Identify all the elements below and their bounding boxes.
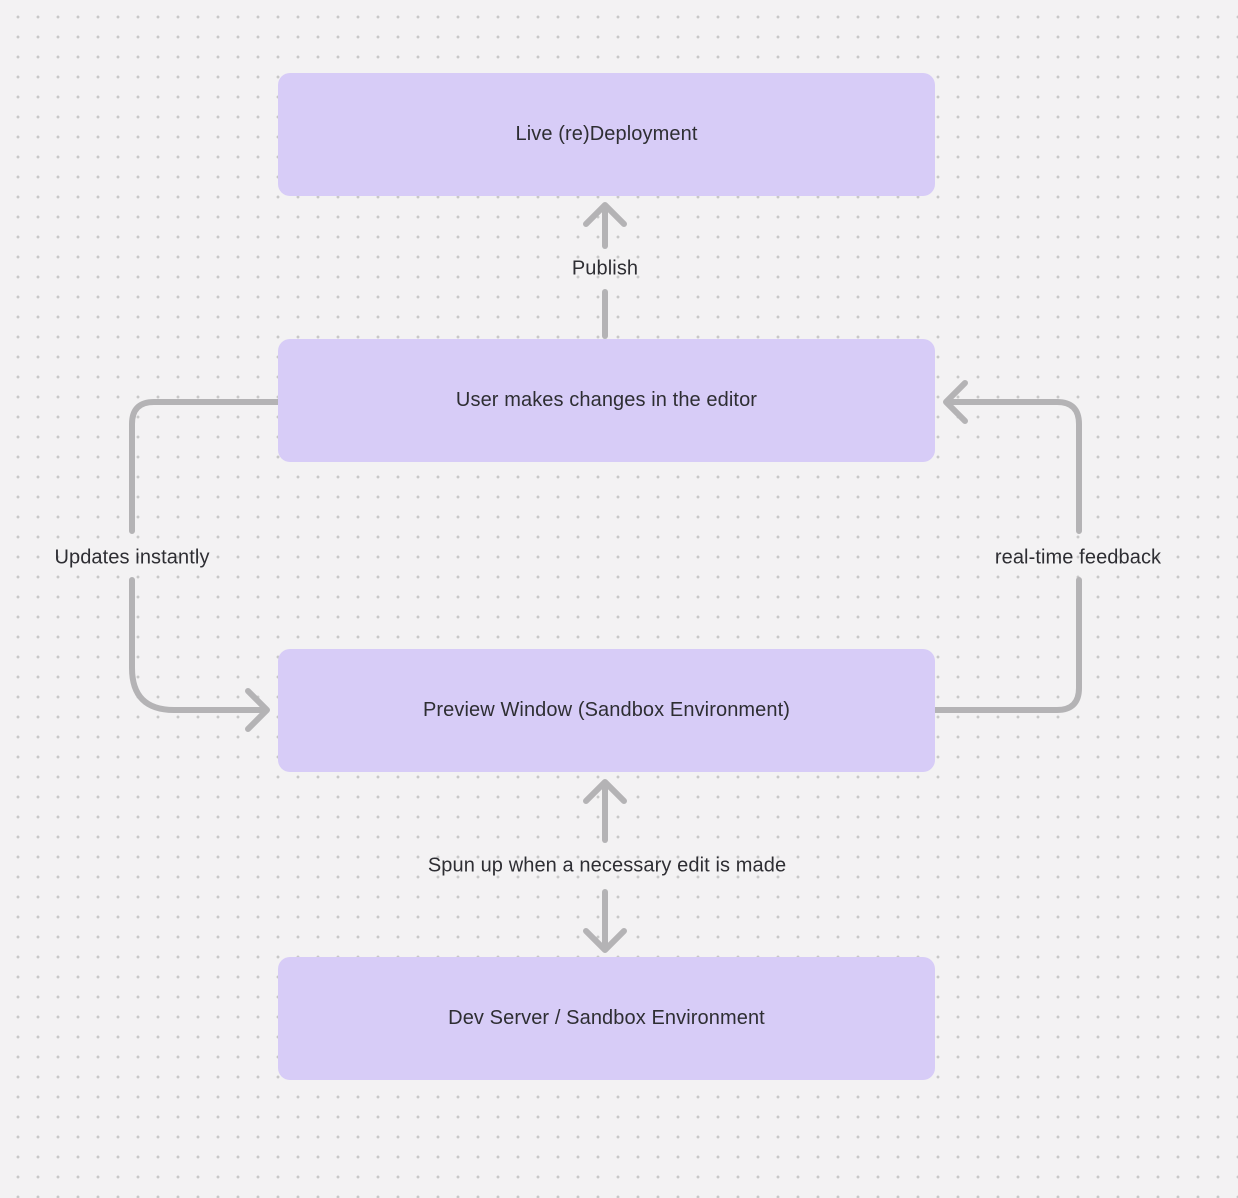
arrowhead-right-icon [245, 688, 270, 732]
node-dev-server: Dev Server / Sandbox Environment [278, 957, 935, 1080]
node-user-makes-changes: User makes changes in the editor [278, 339, 935, 462]
arrowhead-left-icon [943, 380, 968, 424]
arrowhead-up-icon [583, 202, 627, 227]
edge-label-updates-instantly: Updates instantly [54, 546, 210, 569]
node-preview-window: Preview Window (Sandbox Environment) [278, 649, 935, 772]
edge-label-spun-up: Spun up when a necessary edit is made [427, 854, 787, 877]
node-live-deployment: Live (re)Deployment [278, 73, 935, 196]
edge-label-publish: Publish [571, 257, 639, 280]
arrowhead-up-icon [583, 779, 627, 804]
arrowhead-down-icon [583, 928, 627, 953]
edge-label-real-time-feedback: real-time feedback [994, 546, 1162, 569]
